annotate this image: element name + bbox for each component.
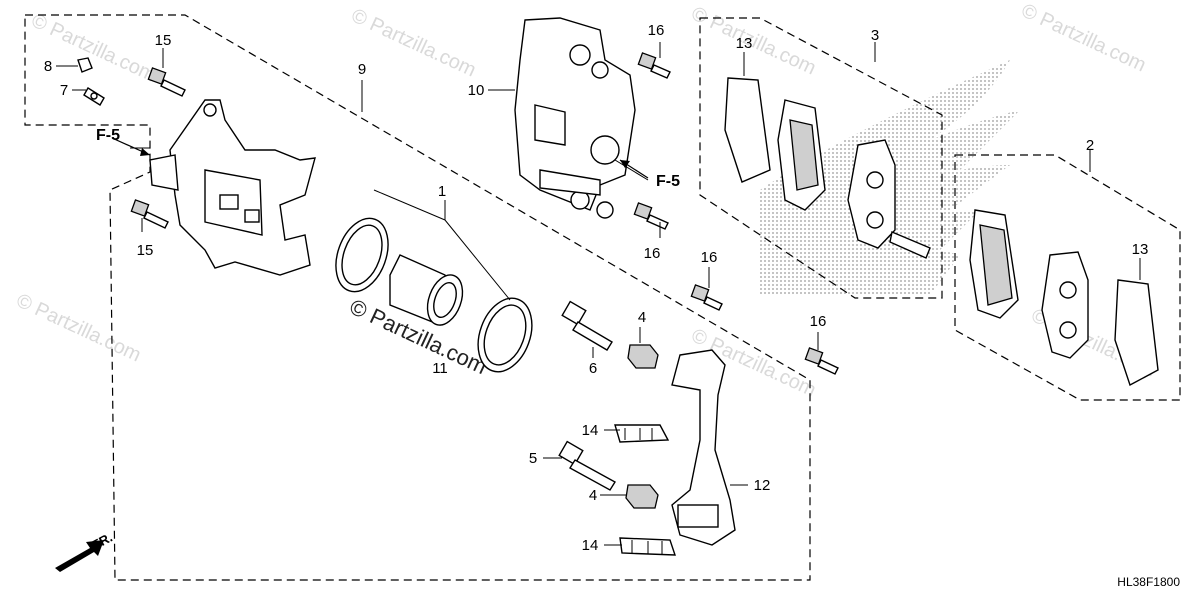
reference-label-right: F-5 [656, 173, 680, 190]
bolt-15-bottom [130, 199, 169, 229]
dust-seal [477, 297, 533, 373]
callout-13-top: 13 [736, 35, 753, 52]
pin-bolt-6 [561, 300, 613, 351]
callout-16-top: 16 [648, 22, 665, 39]
callout-4-lower: 4 [589, 487, 597, 504]
bolt-16-bracket-side [804, 347, 839, 375]
watermark: © Partzilla.com [1018, 0, 1149, 76]
assembly-9-outline [24, 14, 811, 581]
callout-9: 9 [358, 61, 366, 78]
callout-3: 3 [871, 27, 879, 44]
callout-10: 10 [468, 82, 485, 99]
brake-pad-inner-bottom [969, 209, 1019, 319]
bolt-16-mid [633, 202, 669, 230]
reference-arrows [111, 137, 649, 179]
diagram-code: HL38F1800 [1117, 575, 1180, 589]
leader-lines [56, 42, 1141, 546]
callout-16-bracket-side: 16 [810, 313, 827, 330]
callout-2: 2 [1086, 137, 1094, 154]
piston-seal [335, 217, 389, 293]
callout-14-lower: 14 [582, 537, 599, 554]
watermark: © Partzilla.com [348, 5, 479, 82]
pad-shim-13-top [724, 77, 771, 183]
watermark: © Partzilla.com [688, 3, 819, 80]
reference-label-left: F-5 [96, 127, 120, 144]
pad-clip-lower [619, 537, 676, 556]
pin-bolt-5 [558, 440, 616, 491]
callout-1: 1 [438, 183, 446, 200]
bolt-15-top [147, 67, 186, 97]
callout-12: 12 [754, 477, 771, 494]
bolt-16-bracket-top [690, 284, 723, 311]
piston [389, 254, 464, 326]
callout-15-bottom: 15 [137, 242, 154, 259]
bolt-16-top [637, 52, 671, 79]
caliper-assembly [514, 17, 636, 219]
brake-pad-outer-bottom [1041, 251, 1089, 359]
caliper-body [149, 99, 316, 276]
watermark: © Partzilla.com [13, 290, 144, 367]
callout-11: 11 [432, 360, 448, 377]
callout-5: 5 [529, 450, 537, 467]
brake-pad-outer-top [847, 139, 931, 259]
bleeder-cap [77, 57, 93, 73]
caliper-bracket [671, 349, 736, 546]
callout-8: 8 [44, 58, 52, 75]
bleeder-valve [83, 87, 105, 106]
callout-7: 7 [60, 82, 68, 99]
callout-4-upper: 4 [638, 309, 646, 326]
callout-16-bracket-top: 16 [701, 249, 718, 266]
callout-14-upper: 14 [582, 422, 599, 439]
pad-clip-upper [614, 424, 670, 443]
callout-15-top: 15 [155, 32, 172, 49]
brake-pad-inner-top [777, 99, 826, 211]
boot-lower [625, 484, 659, 509]
pad-shim-13-bottom [1114, 279, 1159, 387]
callout-6: 6 [589, 360, 597, 377]
callout-13-bottom: 13 [1132, 241, 1149, 258]
callouts: 1 2 3 4 4 5 6 7 8 9 10 11 12 13 13 14 14… [44, 22, 1149, 554]
pad-set-3-outline [699, 17, 943, 299]
callout-16-mid: 16 [644, 245, 661, 262]
boot-upper [627, 344, 659, 369]
front-direction-arrow: FR. [55, 530, 115, 572]
